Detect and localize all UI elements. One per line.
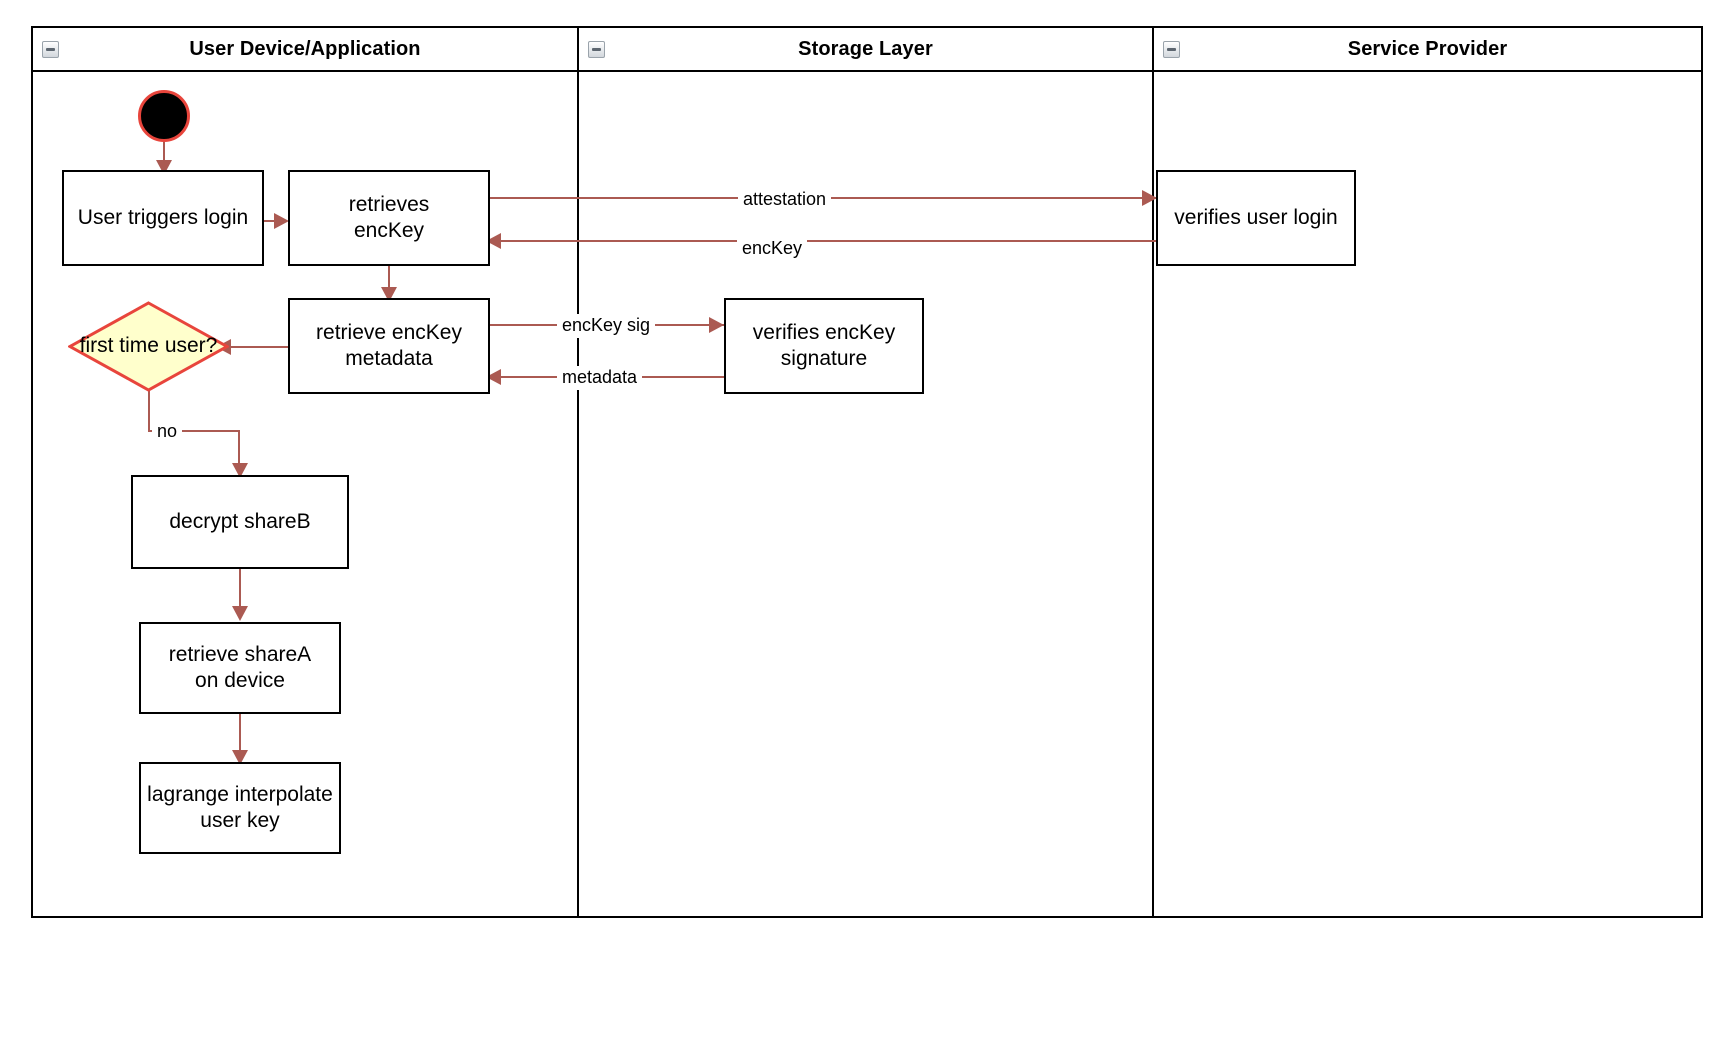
edge-attestation-arrowhead	[1142, 190, 1157, 206]
edge-start-to-login-line	[163, 141, 165, 168]
collapse-minus-icon[interactable]	[42, 41, 59, 58]
decision-diamond-shape	[68, 301, 229, 392]
edge-label-attestation: attestation	[738, 188, 832, 212]
edge-label-enckey-sig: encKey sig	[557, 314, 656, 338]
node-verifies-enckey-signature[interactable]: verifies encKey signature	[724, 298, 924, 394]
node-label-user-triggers-login: User triggers login	[77, 205, 249, 229]
node-verifies-user-login[interactable]: verifies user login	[1156, 170, 1356, 266]
node-first-time-user[interactable]: first time user?	[68, 301, 229, 392]
node-retrieves-enckey[interactable]: retrieves encKey	[288, 170, 490, 266]
node-label-first-time-user-line1: first time	[79, 334, 159, 358]
node-user-triggers-login[interactable]: User triggers login	[62, 170, 264, 266]
lane-title-service-provider: Service Provider	[1347, 37, 1508, 60]
node-label-verifies-enckey-sig-line1: verifies encKey	[752, 320, 896, 344]
edge-enckey-return-line	[490, 240, 1158, 242]
edge-decision-no-segment-down	[148, 391, 150, 430]
node-decrypt-shareb[interactable]: decrypt shareB	[131, 475, 349, 569]
lane-service-provider[interactable]	[1154, 28, 1701, 916]
edge-decision-no-arrowhead	[232, 463, 248, 478]
lane-title-user-device: User Device/Application	[189, 37, 421, 60]
edge-decrypt-to-sharea-line	[239, 569, 241, 615]
edge-decision-no-segment-right	[148, 430, 240, 432]
edge-decision-no-segment-down2	[238, 430, 240, 470]
edge-metadata-to-decision-line	[230, 346, 290, 348]
node-label-retrieves-enckey-line1: retrieves	[348, 192, 430, 216]
edge-label-no: no	[152, 420, 183, 444]
lane-storage-layer[interactable]	[579, 28, 1152, 916]
node-label-decrypt-shareb: decrypt shareB	[169, 509, 311, 533]
node-label-verifies-enckey-sig-line2: signature	[780, 347, 868, 370]
collapse-minus-icon[interactable]	[1163, 41, 1180, 58]
node-label-lagrange-line2: user key	[200, 809, 280, 832]
edge-retrieves-to-metadata-line	[388, 266, 390, 294]
edge-sharea-to-lagrange-line	[239, 714, 241, 758]
start-node[interactable]	[138, 90, 190, 142]
node-label-retrieve-sharea-line2: on device	[195, 669, 285, 692]
lane-header-service-provider[interactable]: Service Provider	[1154, 28, 1701, 72]
node-retrieve-sharea-on-device[interactable]: retrieve shareA on device	[139, 622, 341, 714]
node-label-first-time-user-line2: user?	[164, 334, 218, 358]
edge-login-to-retrieves-arrowhead	[274, 213, 289, 229]
lane-divider-1	[577, 28, 579, 916]
lane-divider-2	[1152, 28, 1154, 916]
edge-label-enckey: encKey	[737, 237, 808, 261]
lane-title-storage-layer: Storage Layer	[798, 37, 933, 60]
node-label-verifies-user-login: verifies user login	[1174, 205, 1338, 229]
edge-enckey-sig-arrowhead	[709, 317, 724, 333]
node-lagrange-interpolate-user-key[interactable]: lagrange interpolate user key	[139, 762, 341, 854]
node-label-retrieves-enckey-line2: encKey	[353, 219, 425, 242]
edge-sharea-to-lagrange-arrowhead	[232, 750, 248, 765]
collapse-minus-icon[interactable]	[588, 41, 605, 58]
lane-header-user-device[interactable]: User Device/Application	[33, 28, 577, 72]
node-label-retrieve-enckey-metadata-line2: metadata	[345, 347, 433, 370]
edge-decrypt-to-sharea-arrowhead	[232, 606, 248, 621]
node-label-retrieve-enckey-metadata-line1: retrieve encKey	[316, 320, 462, 344]
lane-header-storage-layer[interactable]: Storage Layer	[579, 28, 1152, 72]
node-label-retrieve-sharea-line1: retrieve shareA	[168, 642, 312, 666]
node-label-lagrange-line1: lagrange interpolate	[147, 782, 333, 806]
edge-label-metadata: metadata	[557, 366, 643, 390]
node-retrieve-enckey-metadata[interactable]: retrieve encKey metadata	[288, 298, 490, 394]
